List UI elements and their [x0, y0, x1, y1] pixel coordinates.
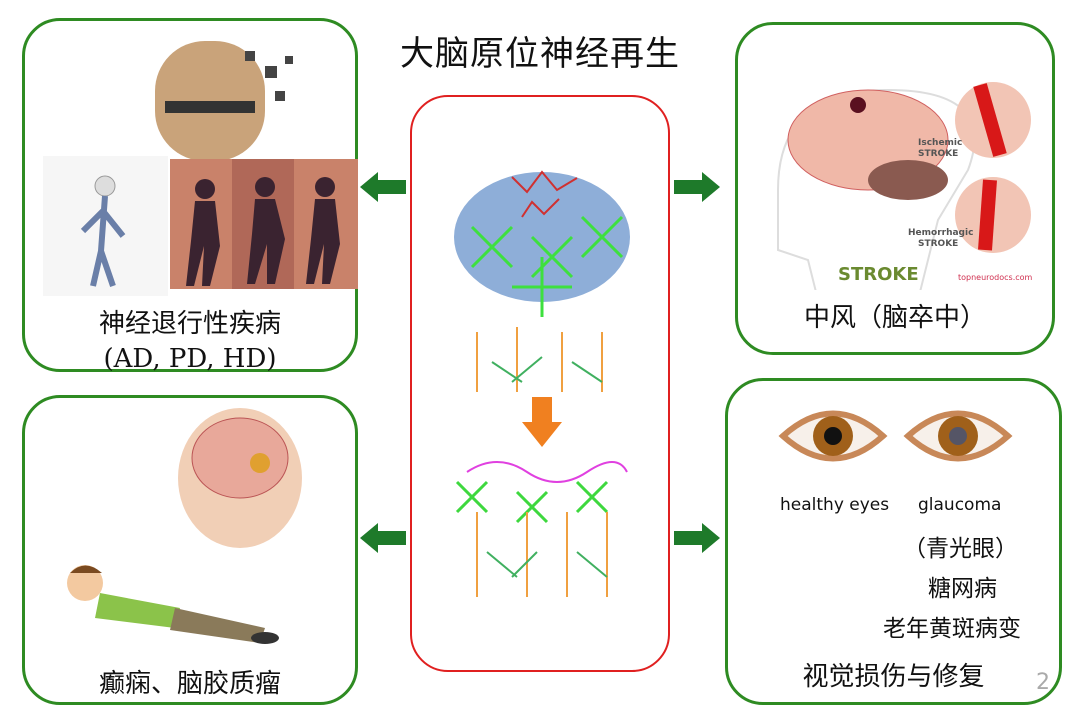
svg-text:Ischemic: Ischemic: [918, 138, 962, 148]
glaucoma-chinese-label: （青光眼）: [903, 536, 1018, 562]
svg-text:Hemorrhagic: Hemorrhagic: [908, 228, 973, 238]
arrow-right-icon: [674, 523, 720, 553]
macular-degeneration-label: 老年黄斑病变: [883, 616, 1021, 642]
glia-to-neuron-before-image: [454, 170, 630, 392]
seizure-person-image: [67, 565, 279, 644]
neurodegenerative-diseases-list: (AD, PD, HD): [103, 344, 277, 374]
svg-text:topneurodocs.com: topneurodocs.com: [958, 273, 1033, 282]
panel-stroke: Ischemic STROKE Hemorrhagic STROKE STROK…: [735, 22, 1055, 355]
arrow-right-icon: [674, 172, 720, 202]
vision-repair-label: 视觉损伤与修复: [802, 662, 985, 692]
arrow-left-icon: [360, 523, 406, 553]
eyes-comparison-image: [778, 410, 1013, 462]
stroke-label: 中风（脑卒中）: [803, 303, 986, 333]
panel-neurodegenerative: 神经退行性疾病 (AD, PD, HD): [22, 18, 358, 374]
neurodegenerative-label: 神经退行性疾病: [98, 309, 281, 339]
healthy-eyes-label: healthy eyes: [780, 495, 890, 515]
svg-text:STROKE: STROKE: [918, 149, 958, 159]
svg-text:STROKE: STROKE: [918, 239, 958, 249]
huntingtons-silhouettes-image: [170, 159, 358, 289]
svg-text:STROKE: STROKE: [838, 264, 919, 285]
diabetic-retinopathy-label: 糖网病: [928, 576, 997, 602]
panel-vision: healthy eyes glaucoma （青光眼） 糖网病 老年黄斑病变 视…: [725, 378, 1062, 705]
down-arrow-icon: [522, 397, 562, 447]
brain-tumor-head-image: [178, 408, 302, 548]
epilepsy-glioma-label: 癫痫、脑胶质瘤: [98, 669, 281, 699]
elderly-man-puzzle-image: [155, 41, 293, 161]
regenerated-neurons-image: [455, 461, 628, 597]
slide-title: 大脑原位神经再生: [400, 34, 680, 74]
panel-neural-regeneration: [410, 95, 670, 672]
parkinsons-diagram-image: [43, 156, 168, 296]
page-number: 2: [1036, 670, 1050, 695]
arrow-left-icon: [360, 172, 406, 202]
glaucoma-label: glaucoma: [918, 495, 1002, 515]
panel-epilepsy-glioma: 癫痫、脑胶质瘤: [22, 395, 358, 705]
stroke-brain-image: Ischemic STROKE Hemorrhagic STROKE STROK…: [777, 82, 1033, 290]
